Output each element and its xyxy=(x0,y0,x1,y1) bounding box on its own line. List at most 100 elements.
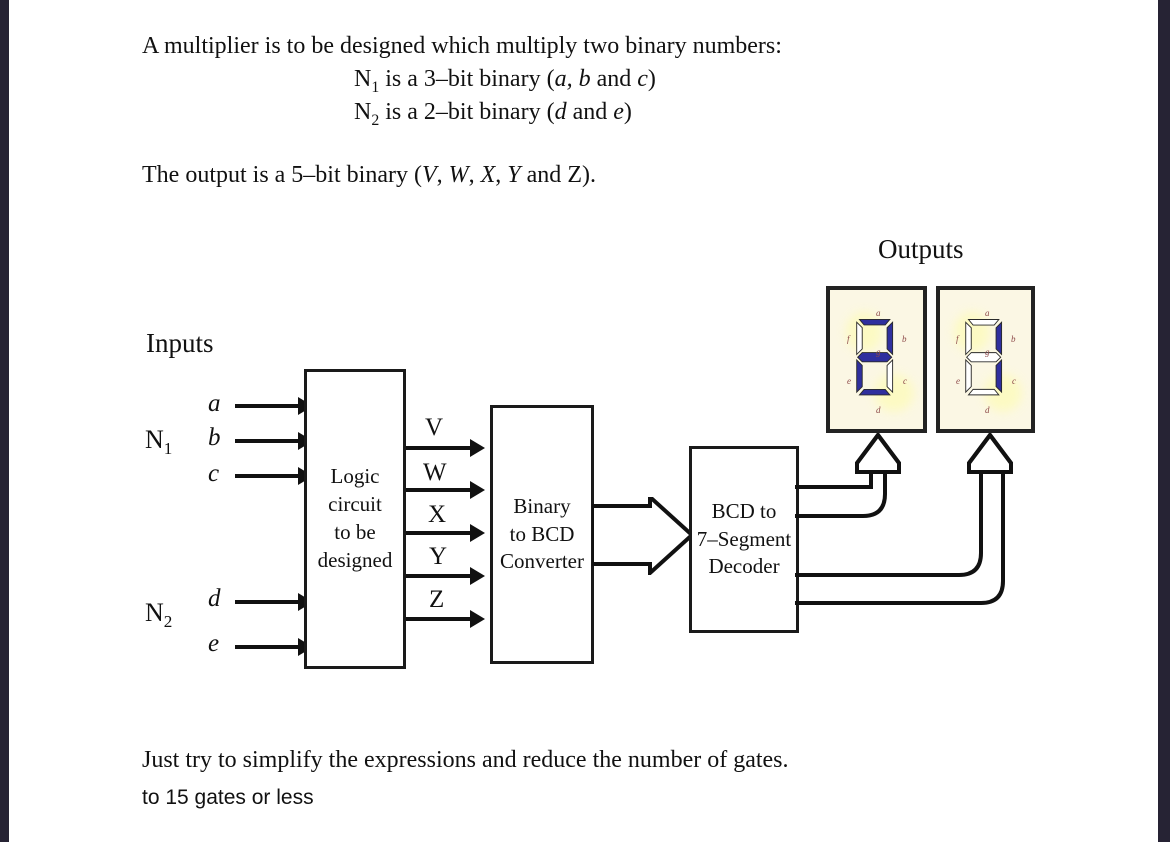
segment-label-a-ones: a xyxy=(985,308,990,318)
block-bcd-line-1: Binary xyxy=(513,493,571,518)
n1-close: ) xyxy=(647,66,656,92)
input-group-n2: N2 xyxy=(145,598,172,632)
segment-label-e-ones: e xyxy=(956,376,960,386)
input-line-b xyxy=(235,439,301,443)
segment-label-b-tens: b xyxy=(902,334,907,344)
footer-line-2: to 15 gates or less xyxy=(142,786,314,809)
output-desc: The output is a 5–bit binary ( xyxy=(142,162,422,188)
seven-segment-display-tens[interactable]: a b c d e f g xyxy=(826,286,927,433)
segment-label-g-tens: g xyxy=(876,347,881,357)
n1-vars: a, b xyxy=(554,66,591,92)
signal-arrow-y-icon xyxy=(470,567,485,585)
output-close: ). xyxy=(581,162,596,188)
n2-close: ) xyxy=(623,99,632,125)
seven-segment-glyph-tens-icon xyxy=(856,318,894,396)
n2-subscript: 2 xyxy=(371,111,380,129)
display-glow-1 xyxy=(846,312,882,352)
input-group-n2-name: N xyxy=(145,598,164,627)
output-var-z: Z xyxy=(567,162,582,188)
sep-3: , xyxy=(495,162,508,188)
block-decoder-line-1: BCD to xyxy=(711,498,777,523)
block-logic-circuit[interactable]: Logic circuit to be designed xyxy=(304,369,406,669)
bus-arrow-converter-to-decoder-icon xyxy=(592,497,695,575)
segment-label-d-ones: d xyxy=(985,405,990,415)
segment-label-c-tens: c xyxy=(903,376,907,386)
seven-segment-display-ones[interactable]: a b c d e f g xyxy=(936,286,1035,433)
signal-arrow-v-icon xyxy=(470,439,485,457)
block-logic-line-3: to be xyxy=(334,520,376,544)
intro-line-2: N1 is a 3–bit binary (a, b and c) xyxy=(354,66,656,97)
display-glow-3 xyxy=(954,312,990,352)
segment-label-a-tens: a xyxy=(876,308,881,318)
outputs-caption: Outputs xyxy=(878,234,964,264)
block-bcd-to-7segment-decoder[interactable]: BCD to 7–Segment Decoder xyxy=(689,446,799,633)
n1-subscript: 1 xyxy=(371,78,380,96)
block-logic-line-1: Logic xyxy=(330,464,380,489)
block-bcd-line-2: to BCD xyxy=(509,521,575,546)
n1-desc: is a 3–bit binary ( xyxy=(379,66,555,92)
n2-var1: d xyxy=(554,99,567,125)
page-frame-left-border xyxy=(0,0,9,842)
input-group-n1: N1 xyxy=(145,425,172,459)
segment-label-b-ones: b xyxy=(1011,334,1016,344)
segment-label-f-ones: f xyxy=(956,334,959,344)
seven-segment-glyph-ones-icon xyxy=(965,319,1003,396)
intro-line-1: A multiplier is to be designed which mul… xyxy=(142,33,782,59)
signal-line-v xyxy=(406,446,478,450)
sep-1: , xyxy=(436,162,449,188)
n1-var3: c xyxy=(637,66,648,92)
signal-arrow-x-icon xyxy=(470,524,485,542)
block-decoder-line-3: Decoder xyxy=(708,554,780,579)
document-sheet: A multiplier is to be designed which mul… xyxy=(9,0,1158,842)
input-group-n1-name: N xyxy=(145,425,164,454)
segment-label-c-ones: c xyxy=(1012,376,1016,386)
output-var-w: W xyxy=(448,162,469,188)
input-group-n1-sub: 1 xyxy=(163,439,173,459)
intro-line-4: The output is a 5–bit binary (V, W, X, Y… xyxy=(142,162,596,189)
segment-label-g-ones: g xyxy=(985,347,990,357)
block-decoder-line-2: 7–Segment xyxy=(696,526,792,551)
signal-line-z xyxy=(406,617,478,621)
signal-line-y xyxy=(406,574,478,578)
segment-label-e-tens: e xyxy=(847,376,851,386)
input-pin-a-label: a xyxy=(208,390,221,417)
n2-desc: is a 2–bit binary ( xyxy=(379,99,555,125)
signal-arrow-z-icon xyxy=(470,610,485,628)
segment-label-d-tens: d xyxy=(876,405,881,415)
input-pin-c-label: c xyxy=(208,460,220,487)
input-line-a xyxy=(235,404,301,408)
signal-line-w xyxy=(406,488,478,492)
signal-label-z: Z xyxy=(429,586,445,613)
footer-line-1: Just try to simplify the expressions and… xyxy=(142,747,789,773)
block-binary-to-bcd[interactable]: Binary to BCD Converter xyxy=(490,405,594,664)
intro-line-3: N2 is a 2–bit binary (d and e) xyxy=(354,99,632,130)
signal-arrow-w-icon xyxy=(470,481,485,499)
n2-var2: e xyxy=(613,99,624,125)
inputs-caption: Inputs xyxy=(146,328,214,358)
output-and: and xyxy=(520,162,568,188)
page-frame-right-border xyxy=(1158,0,1170,842)
input-pin-b-label: b xyxy=(208,424,221,451)
block-logic-line-4: designed xyxy=(317,547,393,572)
input-line-c xyxy=(235,474,301,478)
bus-routing-decoder-to-displays-icon xyxy=(795,431,1013,605)
signal-label-y: Y xyxy=(429,543,448,570)
sep-2: , xyxy=(468,162,481,188)
signal-label-v: V xyxy=(425,414,444,441)
output-var-y: Y xyxy=(507,162,521,188)
n2-symbol: N xyxy=(354,99,372,125)
input-line-d xyxy=(235,600,301,604)
n1-and: and xyxy=(590,66,638,92)
signal-label-x: X xyxy=(428,501,447,528)
segment-label-f-tens: f xyxy=(847,334,850,344)
output-var-v: V xyxy=(421,162,437,188)
input-line-e xyxy=(235,645,301,649)
output-var-x: X xyxy=(480,162,496,188)
block-logic-line-2: circuit xyxy=(328,492,382,517)
n2-and: and xyxy=(566,99,614,125)
n1-symbol: N xyxy=(354,66,372,92)
signal-label-w: W xyxy=(423,459,447,486)
input-group-n2-sub: 2 xyxy=(163,612,173,632)
signal-line-x xyxy=(406,531,478,535)
input-pin-e-label: e xyxy=(208,630,220,657)
